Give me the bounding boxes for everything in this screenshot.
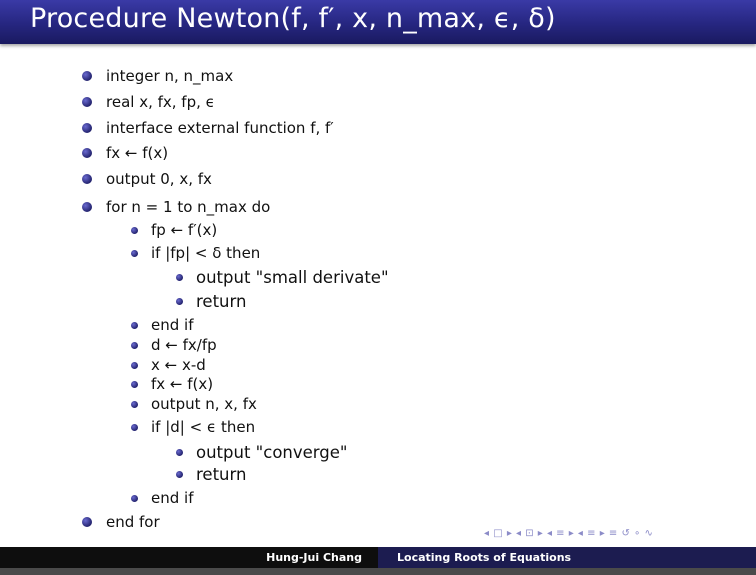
list-item: end if — [131, 489, 193, 507]
bullet-icon — [82, 148, 92, 158]
item-text: if |d| < ϵ then — [151, 418, 256, 436]
bullet-icon — [176, 298, 183, 305]
bullet-icon — [82, 71, 92, 81]
footer-title: Locating Roots of Equations — [378, 547, 756, 568]
list-item: if |fp| < δ then — [131, 244, 260, 262]
bullet-icon — [131, 361, 138, 369]
list-item: for n = 1 to n_max do — [82, 198, 270, 216]
bullet-icon — [131, 423, 138, 431]
item-text: interface external function f, f′ — [106, 119, 334, 137]
bullet-icon — [82, 123, 92, 133]
item-text: x ← x-d — [151, 356, 206, 374]
item-text: output "small derivate" — [196, 268, 389, 287]
bullet-icon — [131, 400, 138, 408]
list-item: interface external function f, f′ — [82, 119, 334, 137]
item-text: real x, fx, fp, ϵ — [106, 93, 215, 111]
item-text: end if — [151, 316, 194, 334]
list-item: end if — [131, 316, 193, 334]
item-text: fp ← f′(x) — [151, 221, 218, 239]
list-item: integer n, n_max — [82, 67, 233, 85]
list-item: output n, x, fx — [131, 395, 257, 413]
item-text: integer n, n_max — [106, 67, 234, 85]
bullet-icon — [82, 202, 92, 212]
item-text: if |fp| < δ then — [151, 244, 261, 262]
bullet-icon — [176, 274, 183, 281]
bullet-icon — [131, 341, 138, 349]
footer: Hung-Jui Chang Locating Roots of Equatio… — [0, 547, 756, 568]
bullet-icon — [131, 226, 138, 234]
list-item: real x, fx, fp, ϵ — [82, 93, 215, 111]
bullet-icon — [82, 174, 92, 184]
item-text: fx ← f(x) — [106, 144, 169, 162]
list-item: output "converge" — [176, 443, 348, 462]
item-text: output 0, x, fx — [106, 170, 212, 188]
bullet-icon — [131, 321, 138, 329]
item-text: output n, x, fx — [151, 395, 257, 413]
bottom-strip — [0, 568, 756, 575]
list-item: x ← x-d — [131, 356, 206, 374]
navigation-bar[interactable]: ◂ □ ▸ ◂ ⊡ ▸ ◂ ≡ ▸ ◂ ≡ ▸ ≡ ↺ ∘ ∿ — [484, 528, 654, 539]
bullet-icon — [82, 517, 92, 527]
item-text: return — [196, 465, 247, 484]
list-item: return — [176, 465, 246, 484]
bullet-icon — [176, 449, 183, 456]
item-text: end for — [106, 513, 160, 531]
item-text: output "converge" — [196, 443, 348, 462]
slide-title: Procedure Newton(f, f′, x, n_max, ϵ, δ) — [30, 3, 556, 34]
bullet-icon — [131, 380, 138, 388]
bullet-icon — [131, 249, 138, 257]
list-item: end for — [82, 513, 160, 531]
item-text: for n = 1 to n_max do — [106, 198, 271, 216]
list-item: fx ← f(x) — [82, 144, 168, 162]
item-text: d ← fx/fp — [151, 336, 217, 354]
list-item: output "small derivate" — [176, 268, 389, 287]
bullet-icon — [82, 97, 92, 107]
list-item: fx ← f(x) — [131, 375, 213, 393]
item-text: end if — [151, 489, 194, 507]
list-item: if |d| < ϵ then — [131, 418, 255, 436]
list-item: fp ← f′(x) — [131, 221, 217, 239]
item-text: return — [196, 292, 247, 311]
bullet-icon — [176, 471, 183, 478]
title-bar: Procedure Newton(f, f′, x, n_max, ϵ, δ) — [0, 0, 756, 44]
list-item: d ← fx/fp — [131, 336, 217, 354]
list-item: output 0, x, fx — [82, 170, 212, 188]
list-item: return — [176, 292, 246, 311]
bullet-icon — [131, 494, 138, 502]
item-text: fx ← f(x) — [151, 375, 214, 393]
footer-author: Hung-Jui Chang — [0, 547, 378, 568]
